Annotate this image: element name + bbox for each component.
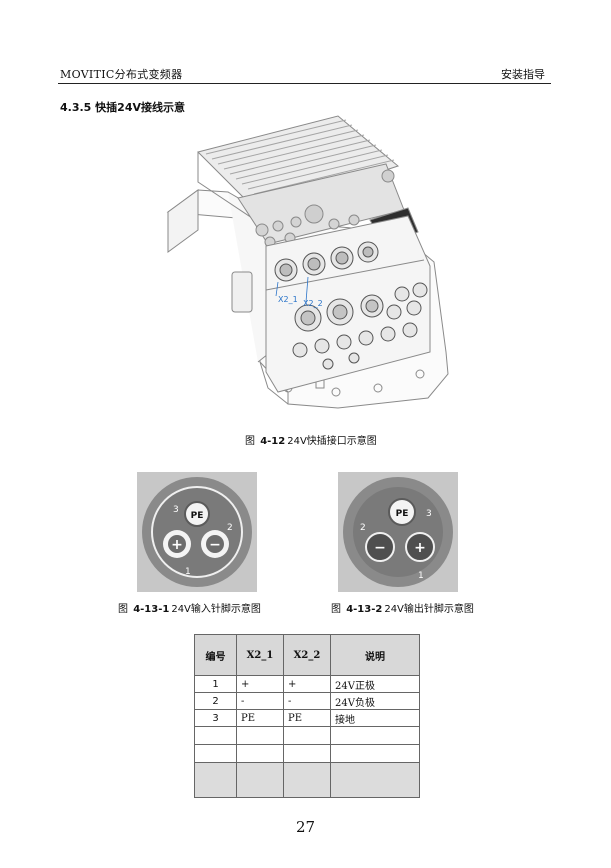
caption-number: 4-12 (260, 436, 286, 447)
cell-number: 2 (194, 692, 237, 710)
table-row: 2 - - 24V负极 (194, 692, 420, 710)
output-pin-diagram: PE − + 3 2 1 (338, 472, 458, 592)
cell-description: 接地 (330, 709, 420, 727)
caption-text: 24V快插接口示意图 (287, 436, 377, 447)
callout-x2-1: X2_1 (278, 295, 298, 304)
page-number: 27 (295, 818, 316, 836)
header-cell-number: 编号 (194, 634, 237, 676)
cell-description: 24V负极 (330, 692, 420, 710)
cell-number: 1 (194, 675, 237, 693)
table-row: 1 + + 24V正极 (194, 675, 420, 693)
pin-number-2: 2 (360, 523, 366, 533)
caption-text: 24V输入针脚示意图 (171, 604, 261, 615)
pin-plus-label: + (414, 540, 426, 556)
pin-minus-label: − (374, 540, 386, 556)
header-cell-x2-1: X2_1 (236, 634, 284, 676)
header-rule (58, 83, 551, 84)
caption-number: 4-13-1 (133, 604, 170, 615)
table-row-empty (194, 744, 420, 763)
cell-x2-1: - (236, 692, 284, 710)
caption-text: 24V输出针脚示意图 (384, 604, 474, 615)
table-row: 3 PE PE 接地 (194, 709, 420, 727)
pin-number-1: 1 (418, 571, 424, 581)
cell-x2-1: + (236, 675, 284, 693)
pin-number-1: 1 (185, 567, 191, 577)
pin-minus-label: − (209, 537, 221, 553)
cell-description: 24V正极 (330, 675, 420, 693)
table-row-empty (194, 726, 420, 745)
header-chapter: 安装指导 (501, 68, 545, 81)
cell-x2-2: PE (283, 709, 331, 727)
cell-x2-2: - (283, 692, 331, 710)
pin-pe-label: PE (396, 509, 409, 519)
pin-definition-table: 编号 X2_1 X2_2 说明 1 + + 24V正极 2 - - 24V负极 … (194, 634, 420, 798)
caption-prefix: 图 (118, 604, 128, 615)
cell-x2-1: PE (236, 709, 284, 727)
table-header-row: 编号 X2_1 X2_2 说明 (194, 634, 420, 676)
header-doc-title: MOVITIC分布式变频器 (60, 68, 183, 81)
section-heading: 4.3.5 快插24V接线示意 (60, 99, 185, 115)
caption-prefix: 图 (331, 604, 341, 615)
pin-number-3: 3 (173, 505, 179, 515)
cell-x2-2: + (283, 675, 331, 693)
caption-prefix: 图 (245, 436, 255, 447)
header-cell-description: 说明 (330, 634, 420, 676)
input-pin-diagram: PE + − 3 2 1 (137, 472, 257, 592)
pin-number-2: 2 (227, 523, 233, 533)
section-number: 4.3.5 (60, 101, 92, 114)
header-cell-x2-2: X2_2 (283, 634, 331, 676)
caption-number: 4-13-2 (346, 604, 383, 615)
section-title-text: 快插24V接线示意 (95, 101, 185, 114)
pin-plus-label: + (171, 537, 183, 553)
callout-x2-2: X2_2 (303, 299, 323, 308)
device-illustration: X2_1 X2_2 (166, 115, 449, 409)
pin-number-3: 3 (426, 509, 432, 519)
table-row-empty-shaded (194, 762, 420, 798)
pin-pe-label: PE (191, 511, 204, 521)
cell-number: 3 (194, 709, 237, 727)
